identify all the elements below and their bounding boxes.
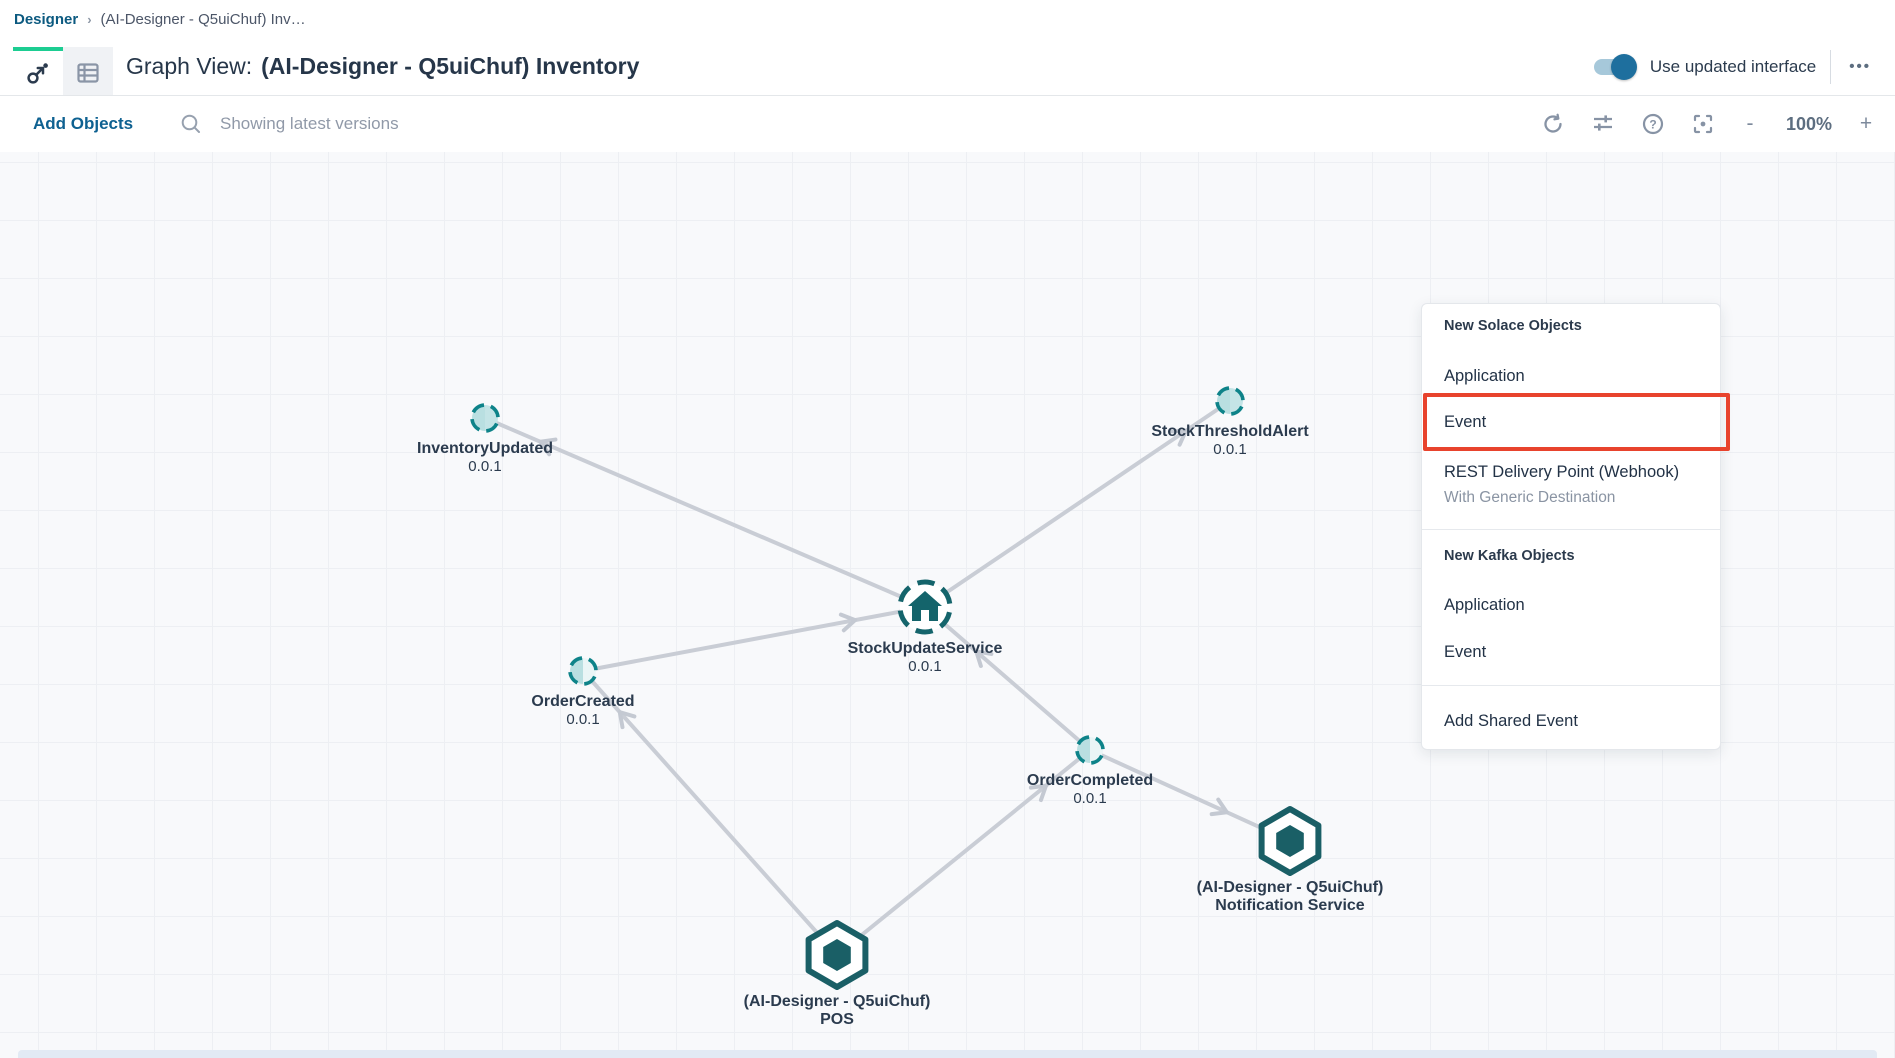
menu-item-application[interactable]: Application bbox=[1444, 366, 1525, 385]
graph-edge-order-created-to-stock-update-service bbox=[582, 605, 926, 673]
breadcrumb: Designer › (AI-Designer - Q5uiChuf) Inv… bbox=[0, 0, 1895, 38]
table-view-icon bbox=[77, 63, 99, 83]
graph-edges bbox=[484, 399, 1291, 957]
search-icon bbox=[181, 114, 200, 133]
graph-edge-order-completed-to-notification-service bbox=[1089, 748, 1291, 843]
menu-item-rest-label: REST Delivery Point (Webhook) bbox=[1444, 463, 1680, 481]
edge-arrowhead-icon bbox=[538, 437, 558, 457]
vertical-divider bbox=[1830, 49, 1832, 84]
graph-edge-pos-to-order-created bbox=[581, 669, 839, 957]
breadcrumb-current: (AI-Designer - Q5uiChuf) Inv… bbox=[100, 10, 306, 28]
edge-arrowhead-icon bbox=[617, 710, 637, 730]
toggle-label: Use updated interface bbox=[1649, 56, 1817, 76]
edge-arrowhead-icon bbox=[974, 649, 994, 669]
menu-section-new-solace-objects: New Solace Objects bbox=[1444, 318, 1582, 334]
graph-edge-stock-update-service-to-inventory-updated bbox=[484, 416, 926, 609]
title-bar: Graph View: (AI-Designer - Q5uiChuf) Inv… bbox=[0, 38, 1895, 96]
page-title: Graph View: (AI-Designer - Q5uiChuf) Inv… bbox=[126, 38, 639, 95]
menu-section-new-kafka-objects: New Kafka Objects bbox=[1444, 548, 1575, 564]
event-icon bbox=[568, 656, 598, 686]
menu-item-event[interactable]: Event bbox=[1444, 412, 1487, 431]
application-icon bbox=[1258, 806, 1322, 876]
menu-item-kafka-event[interactable]: Event bbox=[1444, 642, 1487, 661]
page-title-name: (AI-Designer - Q5uiChuf) Inventory bbox=[261, 53, 640, 79]
graph-node-notification-service[interactable]: (AI-Designer - Q5uiChuf)Notification Ser… bbox=[1197, 803, 1383, 914]
event-icon bbox=[1215, 386, 1245, 416]
refresh-icon[interactable] bbox=[1541, 112, 1565, 136]
menu-item-add-shared-event[interactable]: Add Shared Event bbox=[1444, 711, 1578, 730]
search-area bbox=[180, 96, 642, 152]
menu-divider bbox=[1422, 529, 1720, 530]
graph-edge-order-completed-to-stock-update-service bbox=[923, 605, 1092, 752]
graph-view-icon bbox=[27, 63, 48, 84]
service-home-icon bbox=[897, 579, 953, 635]
zoom-out-button[interactable]: - bbox=[1746, 112, 1754, 135]
graph-toolbar: Add Objects ? bbox=[0, 96, 1895, 153]
event-icon bbox=[470, 403, 500, 433]
tab-list-view[interactable] bbox=[63, 47, 113, 95]
search-input[interactable] bbox=[218, 113, 642, 135]
add-objects-menu: New Solace Objects Application Event RES… bbox=[1421, 303, 1730, 750]
page-title-prefix: Graph View: bbox=[126, 53, 253, 79]
toolbar-icons: ? - 100% + bbox=[1541, 96, 1895, 152]
title-bar-actions: Use updated interface ••• bbox=[1593, 38, 1873, 95]
more-options-icon[interactable]: ••• bbox=[1849, 58, 1871, 75]
breadcrumb-designer-link[interactable]: Designer bbox=[14, 10, 79, 28]
tab-graph-view[interactable] bbox=[13, 47, 63, 95]
zoom-in-button[interactable]: + bbox=[1859, 112, 1873, 135]
edge-arrowhead-icon bbox=[1209, 797, 1229, 817]
edge-arrowhead-icon bbox=[1028, 783, 1049, 803]
menu-item-rest-sublabel: With Generic Destination bbox=[1444, 489, 1616, 506]
node-label: (AI-Designer - Q5uiChuf)POS bbox=[743, 993, 931, 1028]
menu-item-kafka-application[interactable]: Application bbox=[1444, 595, 1525, 614]
event-icon bbox=[1075, 735, 1105, 765]
toggle-knob bbox=[1610, 53, 1637, 80]
canvas-bottom-strip bbox=[18, 1050, 1877, 1058]
zoom-level: 100% bbox=[1785, 113, 1833, 134]
graph-node-pos[interactable]: (AI-Designer - Q5uiChuf)POS bbox=[744, 917, 930, 1028]
fit-to-screen-icon[interactable] bbox=[1691, 112, 1715, 136]
svg-text:?: ? bbox=[1649, 118, 1656, 132]
breadcrumb-separator-icon: › bbox=[87, 11, 92, 27]
filter-settings-icon[interactable] bbox=[1591, 112, 1615, 136]
edge-arrowhead-icon bbox=[1168, 428, 1188, 447]
add-objects-button[interactable]: Add Objects bbox=[33, 114, 134, 133]
menu-divider bbox=[1422, 685, 1720, 686]
graph-edge-pos-to-order-completed bbox=[835, 748, 1092, 957]
menu-item-rest-delivery-point[interactable]: REST Delivery Point (Webhook) With Gener… bbox=[1422, 454, 1720, 521]
updated-interface-toggle[interactable] bbox=[1593, 53, 1638, 80]
help-icon[interactable]: ? bbox=[1641, 112, 1665, 136]
view-tabs bbox=[13, 47, 113, 95]
application-icon bbox=[805, 920, 869, 990]
node-label: (AI-Designer - Q5uiChuf)Notification Ser… bbox=[1196, 879, 1384, 914]
edge-arrowhead-icon bbox=[838, 612, 858, 633]
graph-edge-stock-update-service-to-stock-threshold-alert bbox=[923, 399, 1232, 609]
